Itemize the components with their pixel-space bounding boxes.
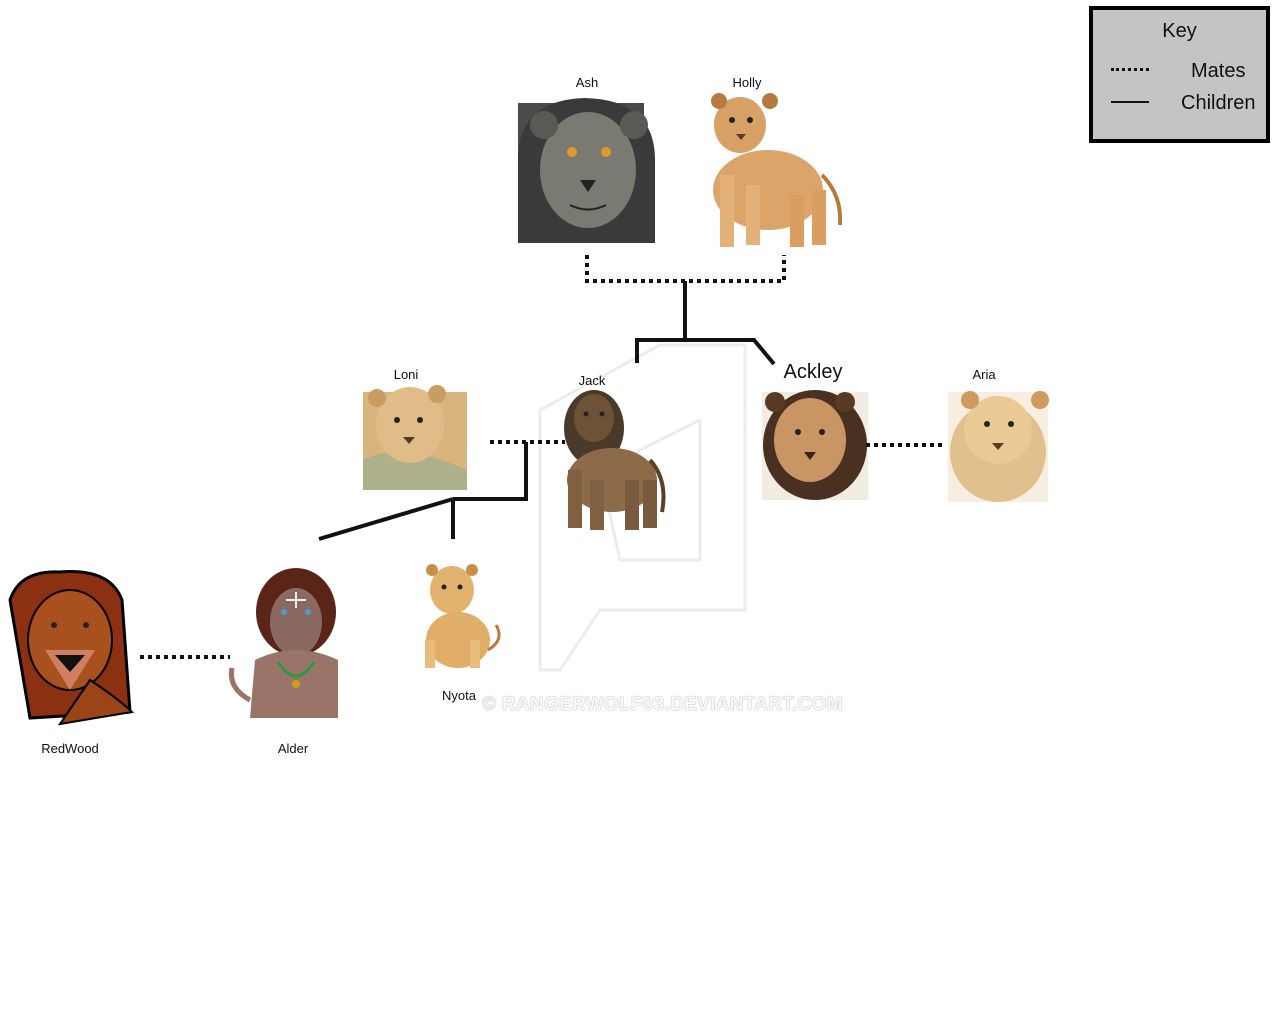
name-jack: Jack — [578, 373, 606, 388]
ash-portrait — [518, 98, 655, 243]
alder-portrait — [228, 568, 338, 718]
children-lines — [318, 281, 776, 541]
name-nyota: Nyota — [442, 688, 476, 703]
name-ackley: Ackley — [783, 361, 843, 383]
loni-portrait — [363, 385, 467, 490]
name-alder: Alder — [277, 741, 309, 756]
children-branch-alder — [318, 497, 454, 541]
children-line-loni-jack — [453, 442, 528, 501]
watermark-text: © RANGERWOLF03.DEVIANTART.COM — [482, 694, 843, 715]
key-mates-swatch — [1111, 68, 1149, 71]
key-children-swatch — [1111, 101, 1149, 103]
key-children-label: Children — [1181, 92, 1256, 114]
jack-portrait — [564, 390, 666, 530]
ackley-portrait — [762, 390, 868, 500]
mates-line-ash-holly — [585, 255, 786, 283]
children-bar-ash-holly — [635, 338, 776, 366]
redwood-portrait — [8, 570, 135, 726]
holly-portrait — [711, 93, 843, 247]
key-title: Key — [1162, 20, 1197, 42]
nyota-portrait — [425, 564, 501, 668]
name-holly: Holly — [732, 75, 762, 90]
name-redwood: RedWood — [41, 741, 99, 756]
aria-portrait — [948, 391, 1049, 502]
name-aria: Aria — [972, 367, 996, 382]
name-ash: Ash — [575, 75, 599, 90]
key-mates-label: Mates — [1191, 60, 1246, 82]
mates-lines — [140, 255, 945, 659]
key-legend: Key Mates Children — [1089, 6, 1270, 143]
name-loni: Loni — [393, 367, 419, 382]
watermark-logo — [538, 343, 747, 672]
